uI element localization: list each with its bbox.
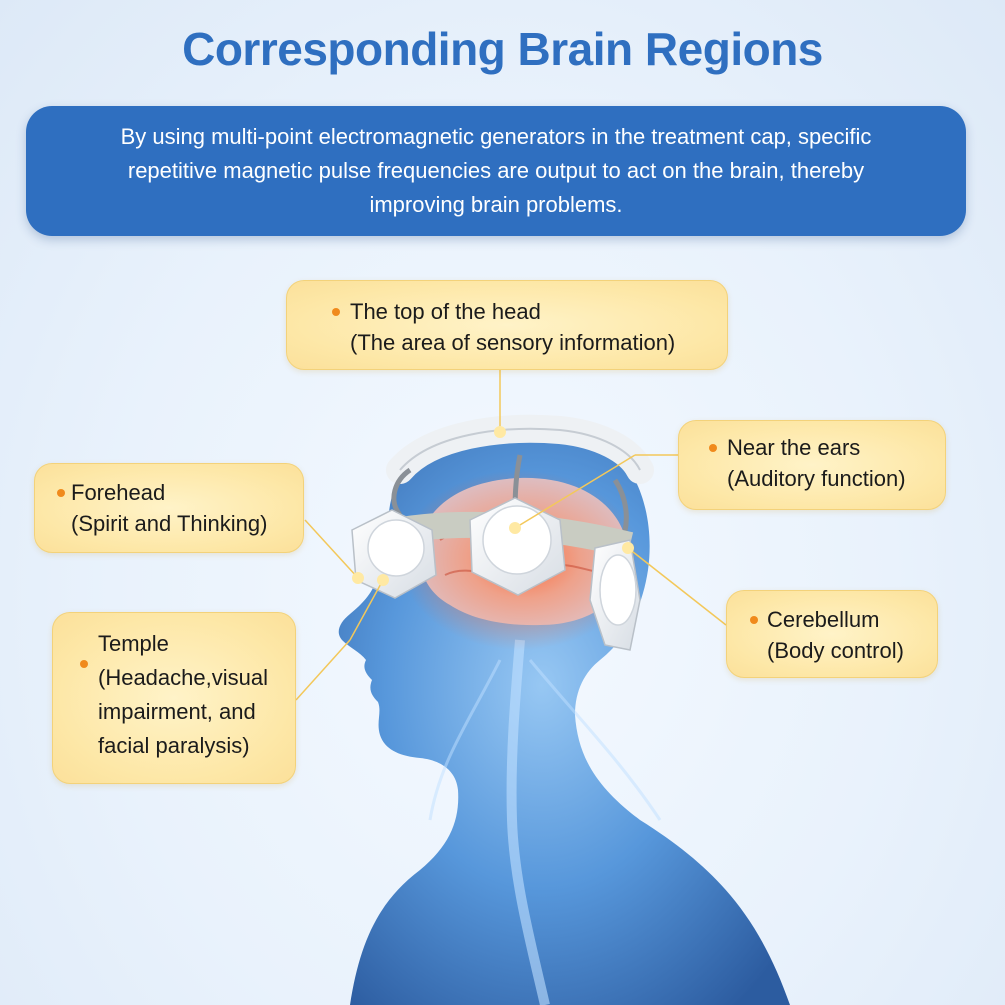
callout-desc-line-2: impairment, and	[98, 699, 256, 724]
bullet-dot	[57, 489, 65, 497]
callout-forehead: Forehead (Spirit and Thinking)	[34, 463, 304, 553]
bullet-dot	[332, 308, 340, 316]
callout-near-ears: Near the ears (Auditory function)	[678, 420, 946, 510]
callout-desc: (The area of sensory information)	[350, 330, 676, 355]
callout-desc: (Auditory function)	[727, 466, 906, 491]
callout-title: Temple	[98, 631, 169, 656]
banner-line-1: By using multi-point electromagnetic gen…	[120, 124, 872, 149]
callout-top-of-head: The top of the head (The area of sensory…	[286, 280, 728, 370]
leader-dots	[352, 426, 634, 586]
page-title: Corresponding Brain Regions	[182, 23, 823, 75]
banner-text: By using multi-point electromagnetic gen…	[121, 120, 872, 222]
callout-desc: (Spirit and Thinking)	[71, 511, 268, 536]
callout-temple: Temple (Headache,visual impairment, and …	[52, 612, 296, 784]
callout-desc-line-3: facial paralysis)	[98, 733, 250, 758]
callout-desc: (Body control)	[767, 638, 904, 663]
bullet-dot	[750, 616, 758, 624]
leader-lines	[295, 370, 727, 701]
banner-line-2: repetitive magnetic pulse frequencies ar…	[127, 158, 865, 183]
description-banner: By using multi-point electromagnetic gen…	[26, 106, 966, 236]
callout-title: The top of the head	[350, 299, 541, 324]
callout-cerebellum: Cerebellum (Body control)	[726, 590, 938, 678]
callout-title: Forehead	[71, 480, 166, 505]
callout-title: Near the ears	[727, 435, 861, 460]
cap-pads	[351, 497, 641, 651]
bullet-dot	[709, 444, 717, 452]
callout-desc-line-1: (Headache,visual	[98, 665, 268, 690]
callout-title: Cerebellum	[767, 607, 880, 632]
bullet-dot	[80, 660, 88, 668]
banner-line-3: improving brain problems.	[369, 192, 623, 217]
spine-lines	[506, 639, 550, 1005]
